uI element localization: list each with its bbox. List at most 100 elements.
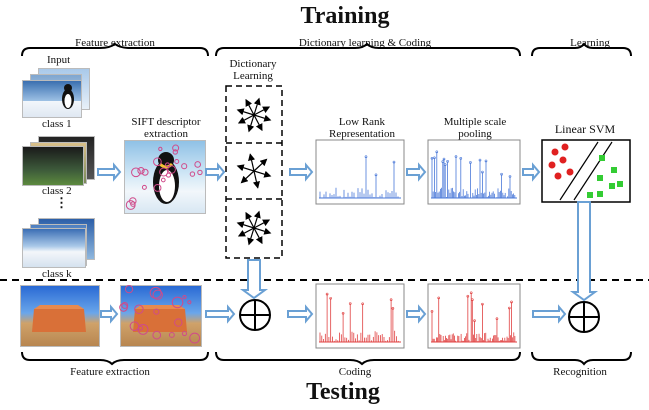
lrr-label-line1: Low Rank — [338, 116, 386, 128]
svm-red-point — [554, 172, 562, 180]
dictionary-atom-arrow — [253, 210, 261, 229]
sift-label: SIFT descriptor extraction — [116, 116, 216, 140]
stem-head — [341, 312, 345, 315]
sift-label-line1: SIFT descriptor — [131, 116, 201, 128]
sift-keypoint — [159, 167, 169, 177]
sift-keypoint — [124, 284, 134, 294]
stem-head — [481, 302, 484, 306]
dictionary-atom-arrow — [247, 114, 255, 133]
dictionary-atom-arrow — [253, 158, 268, 172]
flow-arrow-right — [205, 304, 236, 324]
dictionary-atoms — [236, 97, 272, 246]
sift-keypoint — [137, 323, 149, 335]
stem-head — [348, 302, 352, 305]
bracket-top-learning — [531, 42, 632, 57]
stem-head — [510, 300, 513, 304]
stem-head — [391, 307, 395, 310]
testing-title: Testing — [306, 379, 380, 405]
bracket-top-dict — [215, 42, 521, 57]
dictionary-atom-arrow — [253, 97, 261, 116]
sift-keypoints-test — [119, 284, 201, 344]
bracket-bottom-feature — [21, 351, 209, 366]
sift-keypoint — [181, 163, 188, 170]
dictionary-atom-arrow — [253, 114, 272, 122]
stem-head — [500, 172, 503, 176]
dictionary-atom-arrow — [237, 114, 255, 124]
svm-green-point — [597, 175, 603, 181]
sift-keypoint — [153, 184, 162, 192]
stem-head — [481, 170, 484, 174]
svm-green-point — [599, 155, 605, 161]
dictionary-atom-arrow — [247, 227, 255, 246]
dictionary-atom-arrow — [253, 219, 271, 229]
stem-head — [329, 296, 332, 300]
lrr-label: Low Rank Representation — [312, 116, 412, 140]
recognition-operator — [568, 301, 600, 333]
sift-label-line2: extraction — [144, 128, 188, 140]
stem-head — [473, 319, 476, 322]
dictionary-label-line2: Learning — [233, 70, 273, 82]
sift-keypoint — [189, 171, 196, 177]
stem-head — [435, 150, 439, 154]
stem-head — [443, 163, 447, 166]
sift-keypoint — [141, 184, 147, 190]
sift-keypoint — [131, 167, 141, 178]
stem-head — [507, 306, 511, 310]
sift-keypoint — [194, 161, 201, 168]
penguin-figure — [62, 84, 179, 204]
class-1-label: class 1 — [42, 118, 72, 130]
stem-head — [508, 175, 512, 178]
svm-green-point — [611, 167, 617, 173]
svm-red-point — [548, 161, 556, 169]
sift-keypoint — [141, 168, 149, 176]
stem-head — [471, 298, 474, 302]
stem-head — [374, 173, 378, 177]
svm-red-point — [566, 168, 574, 176]
svm-points — [548, 143, 623, 198]
sift-keypoint — [187, 300, 192, 305]
stem-head — [469, 291, 473, 295]
stem-head — [466, 294, 470, 298]
dictionary-atom-arrow — [245, 211, 255, 229]
svm-green-point — [587, 192, 593, 198]
sift-keypoint — [137, 167, 145, 175]
svm-hyperplane-2 — [573, 141, 613, 201]
stem-head — [364, 155, 368, 158]
dictionary-atom-arrow — [253, 170, 272, 178]
sift-keypoint — [182, 294, 187, 300]
flow-arrow-right — [522, 162, 541, 182]
sift-keypoint — [153, 308, 160, 315]
flow-arrow-right — [205, 162, 226, 182]
classk-image-front — [22, 228, 86, 268]
stem-head — [430, 156, 434, 160]
sift-keypoint — [165, 162, 170, 168]
stem-head — [454, 155, 458, 158]
sift-keypoint — [152, 330, 162, 340]
flow-arrow-right — [406, 162, 427, 182]
sift-keypoint — [181, 330, 188, 337]
sift-keypoint — [197, 169, 203, 176]
sparse-code-plots — [319, 150, 517, 343]
sift-keypoint — [189, 332, 201, 344]
sift-keypoint — [129, 321, 140, 331]
class-ellipsis: ⋮ — [55, 195, 68, 210]
stem-head — [437, 296, 441, 300]
sift-keypoint — [119, 303, 128, 312]
sift-keypoint — [174, 318, 183, 327]
dictionary-atom-arrow — [245, 98, 255, 116]
flow-arrow-right — [287, 304, 314, 324]
stage-coding: Coding — [338, 366, 372, 378]
svm-green-point — [597, 191, 603, 197]
building-figure — [32, 305, 187, 332]
pooling-label: Multiple scale pooling — [425, 116, 525, 140]
stem-head — [459, 157, 463, 160]
bracket-bottom-recognition — [531, 351, 632, 366]
bracket-top-feature — [21, 42, 209, 57]
sift-keypoint — [121, 302, 129, 309]
svm-red-point — [561, 143, 569, 151]
dictionary-atom-arrow — [236, 108, 255, 116]
stem-head — [430, 310, 434, 313]
stage-dictionary-coding: Dictionary learning & Coding — [298, 37, 432, 49]
svm-red-point — [559, 156, 567, 164]
